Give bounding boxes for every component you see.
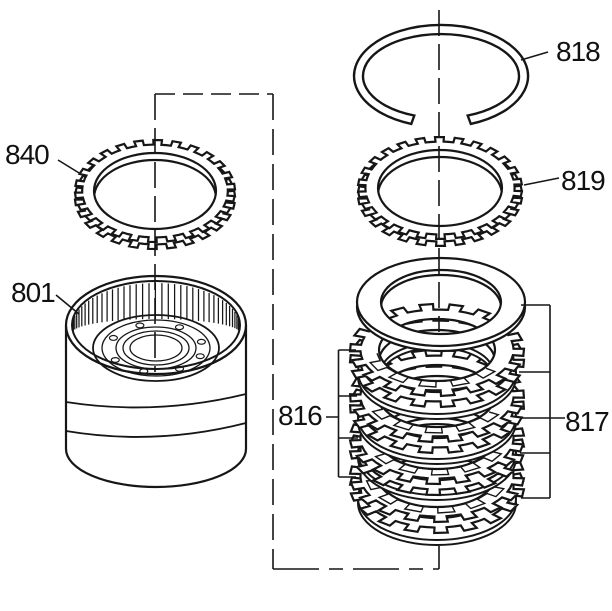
backing-ring-817 xyxy=(355,256,527,353)
parts xyxy=(64,23,530,546)
leader-line-819 xyxy=(523,177,560,186)
reaction-plate-840 xyxy=(73,138,237,251)
leader-line-818 xyxy=(520,51,549,61)
leader-line-801 xyxy=(55,294,80,315)
leader-line-840 xyxy=(57,159,85,177)
bracket-817 xyxy=(519,304,565,499)
part-label-819: 819 xyxy=(561,165,606,196)
part-label-816: 816 xyxy=(278,400,323,431)
annotations xyxy=(55,10,565,570)
snap-ring-818 xyxy=(352,23,530,126)
backing-plate-819 xyxy=(356,136,524,247)
part-label-818: 818 xyxy=(556,36,601,67)
clutch-drum-801 xyxy=(64,274,248,489)
bracket-816 xyxy=(326,349,358,478)
part-label-840: 840 xyxy=(5,139,50,170)
part-label-801: 801 xyxy=(11,277,56,308)
part-label-817: 817 xyxy=(565,406,610,437)
clutch-pack xyxy=(348,256,527,546)
